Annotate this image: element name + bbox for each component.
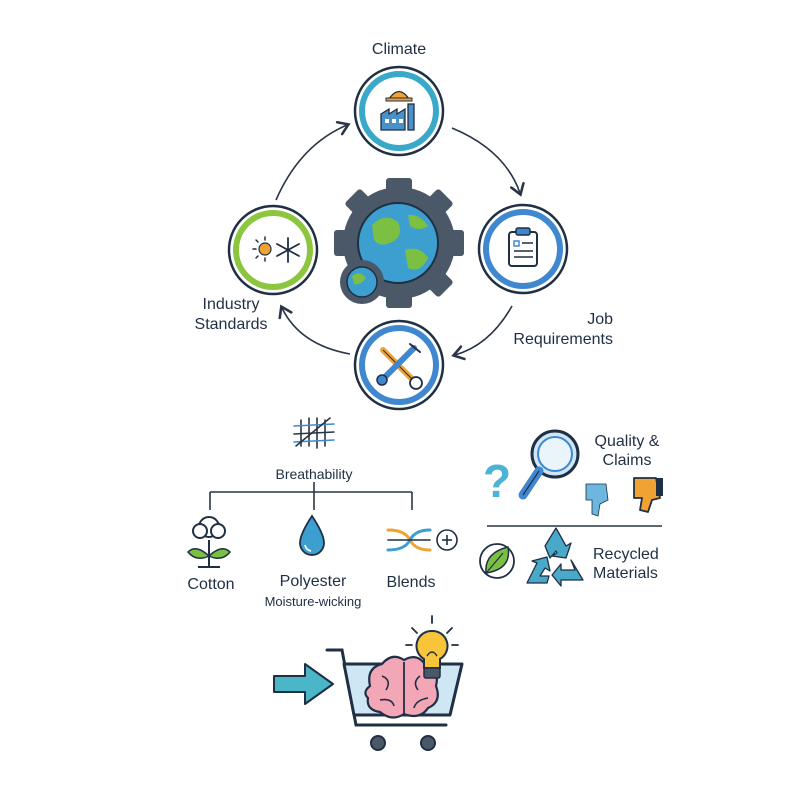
thumbs-down-icon xyxy=(585,483,609,517)
cycle-node-tools xyxy=(353,319,445,411)
arrow-climate-to-job xyxy=(451,127,525,197)
cycle-node-industry-standards xyxy=(227,204,319,296)
gear-globe-icon xyxy=(334,178,464,308)
cycle-node-climate xyxy=(353,65,445,157)
question-mark-icon: ? xyxy=(483,455,511,507)
polyester-sublabel: Moisture-wicking xyxy=(264,594,362,609)
arrow-right-icon xyxy=(273,663,334,705)
arrow-wrench-to-industry xyxy=(278,304,351,355)
wrench-icon xyxy=(376,343,423,390)
node-label-job-requirements: Job Requirements xyxy=(513,311,613,348)
thumbs-down-icon xyxy=(633,477,663,513)
plus-circle-icon xyxy=(436,529,458,551)
breathability-tree-lines xyxy=(209,482,413,510)
cycle-arrows xyxy=(275,120,525,361)
breathability-label: Breathability xyxy=(275,466,353,482)
polyester-label: Polyester xyxy=(279,573,347,590)
mesh-icon xyxy=(293,417,335,449)
recycle-icon xyxy=(526,527,584,587)
water-drop-icon xyxy=(299,514,325,556)
node-label-climate: Climate xyxy=(371,41,427,58)
leaf-icon xyxy=(479,543,515,579)
magnifier-icon xyxy=(518,429,580,500)
brain-icon xyxy=(364,655,439,719)
factory-icon xyxy=(380,90,415,131)
cotton-label: Cotton xyxy=(187,576,235,593)
recycled-materials-label: Recycled Materials xyxy=(593,546,659,582)
quality-claims-label: Quality & Claims xyxy=(594,433,660,469)
clipboard-icon xyxy=(508,227,538,267)
svg-text:?: ? xyxy=(483,455,511,507)
lightbulb-icon xyxy=(405,615,459,679)
node-label-industry-standards: Industry Standards xyxy=(194,296,268,333)
blends-label: Blends xyxy=(386,574,436,591)
sun-snowflake-icon xyxy=(252,236,300,263)
arrow-job-to-wrench xyxy=(451,305,513,361)
arrow-industry-to-climate xyxy=(275,120,351,201)
woven-fibers-icon xyxy=(386,528,432,552)
cotton-plant-icon xyxy=(186,516,232,568)
cycle-node-job-requirements xyxy=(477,203,569,295)
